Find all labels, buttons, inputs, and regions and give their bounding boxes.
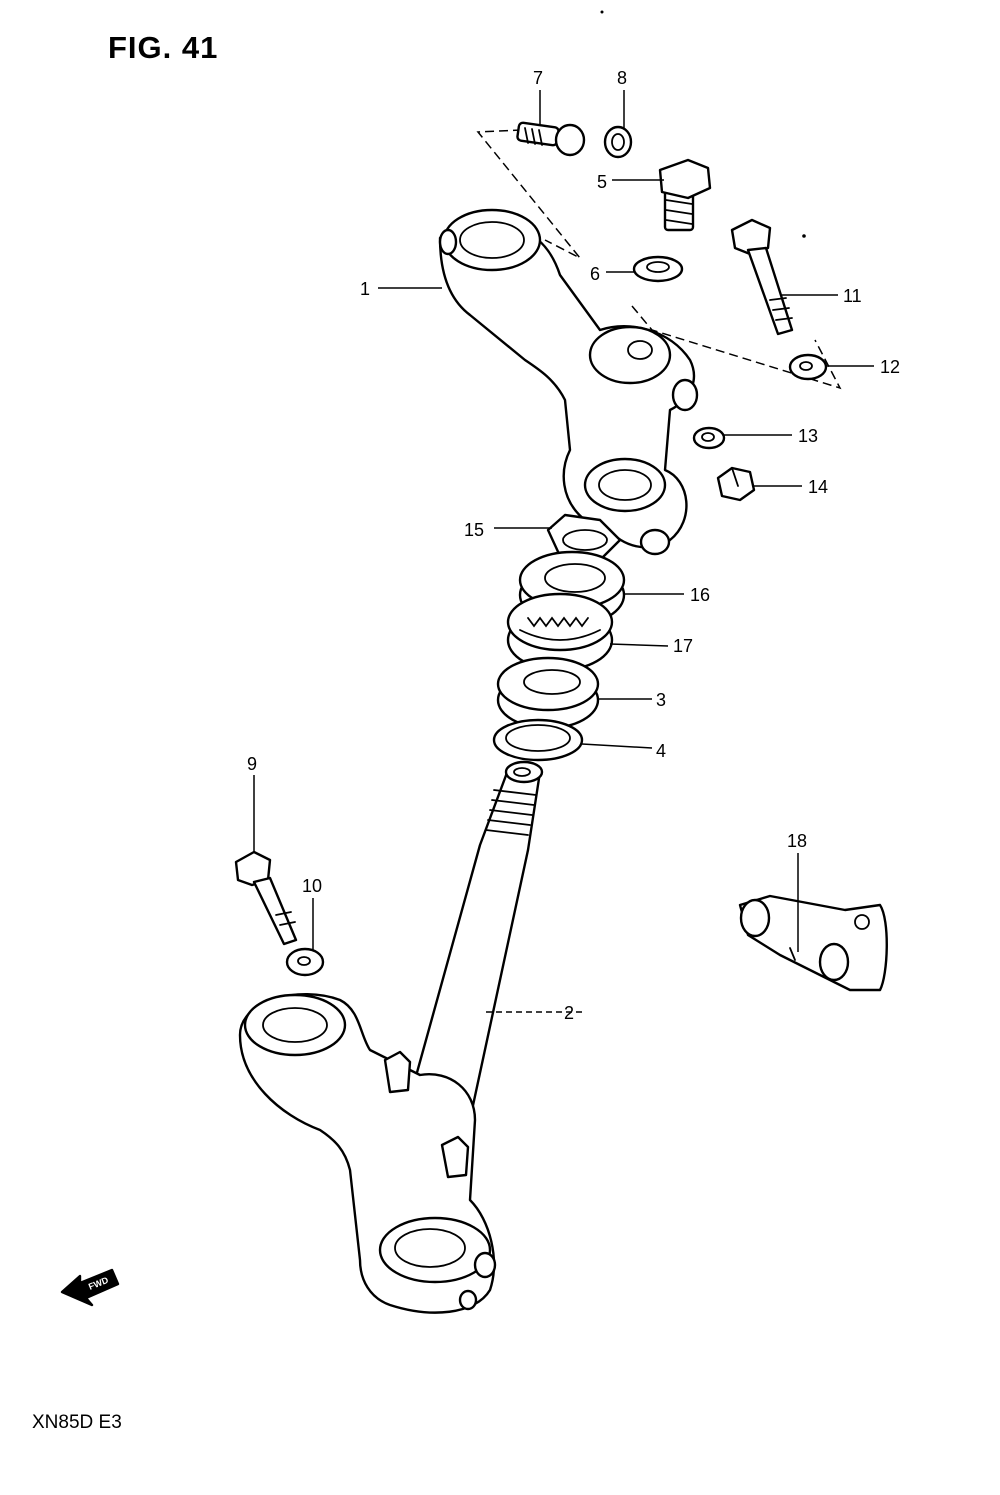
callout-11: 11 (843, 286, 862, 306)
model-code: XN85D E3 (32, 1412, 122, 1433)
part-8-collar (603, 125, 633, 159)
part-17-ball-bearing (506, 592, 614, 672)
callout-2: 2 (564, 1003, 574, 1023)
part-6-washer (632, 255, 684, 283)
part-18-steering-lock (738, 894, 888, 992)
callout-13: 13 (798, 426, 818, 446)
part-13-lock-washer (692, 426, 726, 450)
part-7-cap-bolt (516, 121, 586, 157)
fwd-arrow-icon: FWD (60, 1268, 120, 1307)
callout-4: 4 (656, 741, 666, 761)
callout-16: 16 (690, 585, 710, 605)
part-2-steering-stem (238, 760, 544, 1314)
callout-17: 17 (673, 636, 693, 656)
part-12-washer (788, 353, 828, 381)
callout-10: 10 (302, 876, 322, 896)
callout-numbers: 1 2 3 4 5 6 7 8 9 10 11 12 13 14 15 16 1… (247, 68, 900, 1023)
callout-1: 1 (360, 279, 370, 299)
callout-18: 18 (787, 831, 807, 851)
figure-title: FIG. 41 (108, 30, 219, 65)
callout-5: 5 (597, 172, 607, 192)
leader-lines (253, 90, 874, 1013)
callout-9: 9 (247, 754, 257, 774)
part-4-dust-seal (492, 718, 584, 762)
scan-specks (600, 10, 806, 238)
part-5-hex-bolt (658, 158, 712, 232)
callout-3: 3 (656, 690, 666, 710)
part-3-lower-race (496, 656, 600, 730)
part-14-hex-nut (716, 466, 756, 502)
part-11-long-bolt (730, 218, 794, 336)
part-10-washer (285, 947, 325, 977)
callout-15: 15 (464, 520, 484, 540)
callout-12: 12 (880, 357, 900, 377)
callout-7: 7 (533, 68, 543, 88)
assembly-guide-lines (476, 129, 842, 390)
callout-8: 8 (617, 68, 627, 88)
callout-6: 6 (590, 264, 600, 284)
part-9-clamp-bolt (234, 850, 298, 946)
callout-14: 14 (808, 477, 828, 497)
part-1-upper-bracket (438, 208, 699, 556)
